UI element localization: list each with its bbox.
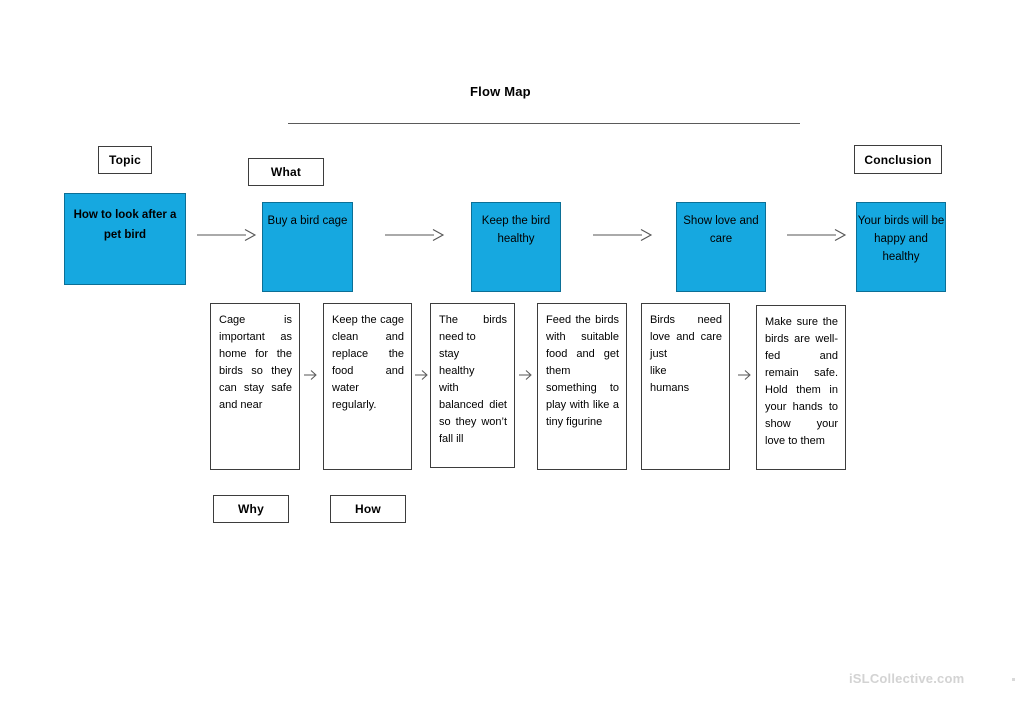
detail-text: Cage is important as home for the birds … (219, 314, 292, 412)
stage-topic: How to look after a pet bird (64, 193, 186, 285)
stage-text: Your birds will be happy and healthy (857, 215, 945, 263)
label-box-how: How (330, 495, 406, 523)
detail-text: Feed the birds with suitable food and ge… (546, 314, 619, 429)
label-box-conclusion: Conclusion (854, 145, 942, 174)
label-box-what: What (248, 158, 324, 186)
label-text: Topic (108, 153, 142, 167)
stage-conclusion: Your birds will be happy and healthy (856, 202, 946, 292)
detail-feed-play: Feed the birds with suitable food and ge… (537, 303, 627, 470)
arrow-love-to-conclusion (787, 228, 847, 242)
detail-cage-important: Cage is important as home for the birds … (210, 303, 300, 470)
arrow-detail-5-6 (737, 367, 753, 383)
stage-show-love: Show love and care (676, 202, 766, 292)
label-text: What (270, 165, 302, 179)
detail-text: Keep the cage clean and replace the food… (332, 314, 404, 412)
stage-buy-cage: Buy a bird cage (262, 202, 353, 292)
label-text: Conclusion (864, 152, 932, 167)
detail-keep-clean: Keep the cage clean and replace the food… (323, 303, 412, 470)
title-underline-rule (288, 123, 800, 124)
label-box-topic: Topic (98, 146, 152, 174)
arrow-cage-to-healthy (385, 228, 445, 242)
label-text: How (355, 502, 381, 516)
stage-text: Keep the bird healthy (481, 215, 551, 245)
label-text: Why (238, 502, 264, 516)
detail-text: The birds need to stay healthy with bala… (439, 314, 507, 446)
arrow-topic-to-cage (197, 228, 257, 242)
stage-keep-healthy: Keep the bird healthy (471, 202, 561, 292)
stage-text: How to look after a pet bird (73, 209, 177, 241)
watermark-islcollective: iSLCollective.com (849, 671, 965, 686)
stage-text: Buy a bird cage (267, 215, 348, 227)
detail-well-fed: Make sure the birds are well-fed and rem… (756, 305, 846, 470)
arrow-detail-3-4 (518, 367, 534, 383)
detail-balanced-diet: The birds need to stay healthy with bala… (430, 303, 515, 468)
label-box-why: Why (213, 495, 289, 523)
watermark-dot (1012, 678, 1015, 681)
stage-text: Show love and care (683, 215, 759, 245)
arrow-detail-2-3 (414, 367, 430, 383)
detail-text: Make sure the birds are well-fed and rem… (765, 316, 838, 448)
detail-text: Birds need love and care just like human… (650, 314, 722, 395)
arrow-detail-1-2 (303, 367, 319, 383)
page-title: Flow Map (470, 84, 531, 99)
arrow-healthy-to-love (593, 228, 653, 242)
detail-love-care: Birds need love and care just like human… (641, 303, 730, 470)
